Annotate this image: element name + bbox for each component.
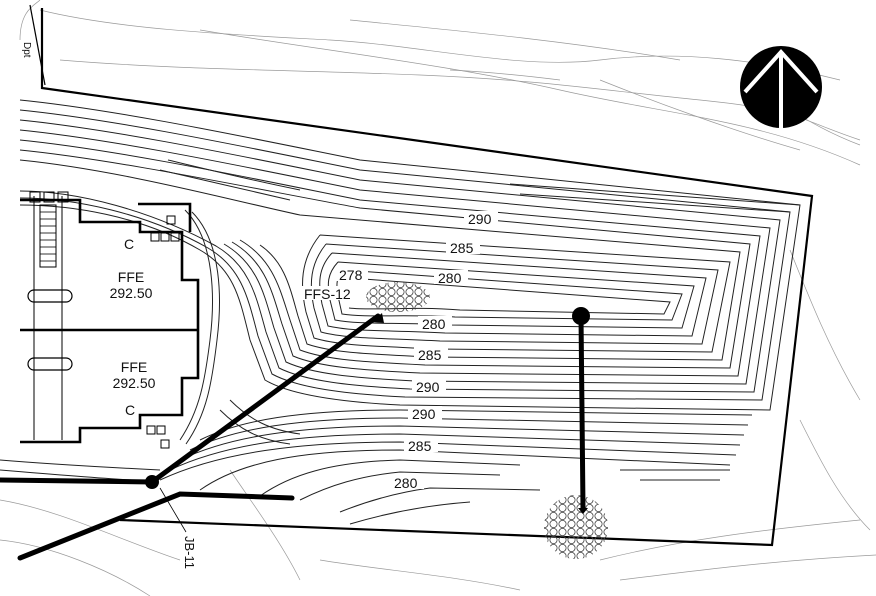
building-1-ffe-label: FFE bbox=[118, 269, 144, 285]
hvac-units bbox=[29, 191, 180, 449]
contour-label-285-mid: 285 bbox=[418, 347, 442, 363]
contour-label-280-lower: 280 bbox=[394, 475, 418, 491]
building-labels: C FFE 292.50 FFE 292.50 C bbox=[110, 236, 156, 418]
building-2-ffe-label: FFE bbox=[121, 359, 147, 375]
ffs-label: FFS-12 bbox=[304, 286, 351, 302]
contour-labels: 290 285 280 278 280 285 290 290 285 280 bbox=[336, 211, 498, 491]
north-arrow-icon bbox=[740, 46, 822, 128]
outlet-end-marker bbox=[578, 508, 588, 514]
contour-label-280-mid: 280 bbox=[422, 316, 446, 332]
building-1-ffe-elevation: 292.50 bbox=[110, 285, 153, 301]
building-2-ffe-elevation: 292.50 bbox=[113, 375, 156, 391]
structure-labels: FFS-12 JB-11 Dpt bbox=[21, 42, 364, 569]
riprap-pads bbox=[366, 282, 608, 559]
contour-label-278: 278 bbox=[339, 267, 363, 283]
buildings bbox=[20, 191, 200, 449]
contour-label-285-lower: 285 bbox=[408, 438, 432, 454]
jb-label: JB-11 bbox=[182, 536, 197, 569]
contour-label-290-mid: 290 bbox=[416, 379, 440, 395]
junction-box-jb11 bbox=[145, 475, 159, 489]
pipe-west bbox=[0, 477, 155, 485]
pipe-outlet bbox=[578, 313, 586, 511]
storm-pipes bbox=[0, 307, 590, 561]
outlet-structure bbox=[572, 307, 590, 325]
pond-contours-upper bbox=[19, 99, 801, 411]
contour-label-290-upper: 290 bbox=[468, 211, 492, 227]
ffs-inlet-marker bbox=[372, 313, 384, 323]
pond-contours-inner bbox=[302, 234, 731, 353]
corner-text: Dpt bbox=[21, 42, 32, 58]
contour-label-280-upper: 280 bbox=[438, 270, 462, 286]
contour-label-290-lower: 290 bbox=[412, 406, 436, 422]
riprap-pad-ffs bbox=[366, 282, 430, 312]
building-1-tag: C bbox=[124, 236, 134, 252]
pipe-south bbox=[17, 491, 295, 561]
riprap-pad-outlet bbox=[544, 495, 608, 559]
west-contours bbox=[0, 209, 220, 482]
pipe-to-ffs bbox=[149, 313, 381, 485]
contour-label-285-upper: 285 bbox=[450, 240, 474, 256]
pond-contours-lower bbox=[159, 399, 753, 525]
building-2-tag: C bbox=[125, 402, 135, 418]
stairs-icon bbox=[39, 204, 57, 268]
